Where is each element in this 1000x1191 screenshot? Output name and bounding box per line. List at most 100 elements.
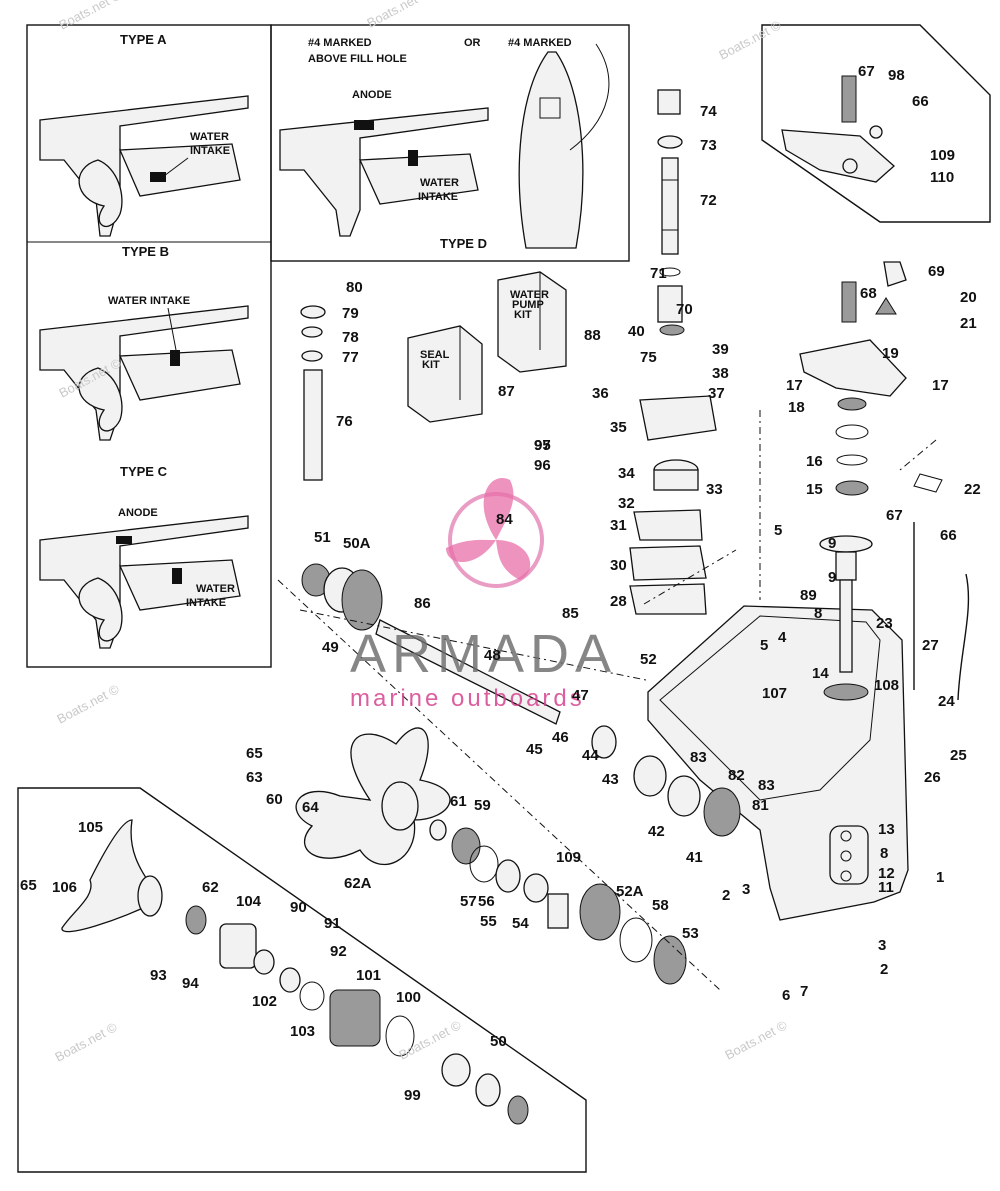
water-pump-kit-label: KIT xyxy=(514,309,532,321)
watermark: Boats.net © xyxy=(364,0,432,31)
part-callout: 55 xyxy=(480,913,497,930)
part-callout: 42 xyxy=(648,823,665,840)
propeller xyxy=(295,727,451,866)
part-callout: 25 xyxy=(950,747,967,764)
part-callout: 110 xyxy=(930,169,954,186)
part-callout: 51 xyxy=(314,529,331,546)
part-callout: 86 xyxy=(414,595,431,612)
part-callout: 62 xyxy=(202,879,219,896)
part-callout: 44 xyxy=(582,747,599,764)
part-callout: 106 xyxy=(52,879,77,896)
part-callout: 96 xyxy=(534,457,551,474)
marked-above-fill-hole-label: #4 MARKED xyxy=(308,37,372,49)
type-a-gearcase xyxy=(39,95,249,237)
part-callout: 65 xyxy=(246,745,263,762)
part-callout: 3 xyxy=(742,881,750,898)
logo-tagline: marine outboards xyxy=(350,685,585,712)
water-pump-kit-label: WATER xyxy=(510,289,549,301)
part-callout: 33 xyxy=(706,481,723,498)
gearcase-housing xyxy=(647,605,909,921)
type-c-label: TYPE C xyxy=(120,464,168,479)
driveshaft xyxy=(819,535,873,701)
seal-kit-box[interactable] xyxy=(407,325,483,423)
part-callout: 70 xyxy=(676,301,693,318)
part-callout: 1 xyxy=(936,869,944,886)
part-callout: 23 xyxy=(876,615,893,632)
part-callout: 48 xyxy=(484,647,501,664)
or-label: OR xyxy=(464,37,481,49)
part-callout: 32 xyxy=(618,495,635,512)
part-callout: 66 xyxy=(940,527,957,544)
bearing-carrier xyxy=(429,819,687,985)
part-callout: 105 xyxy=(78,819,103,836)
top-center-inset-panel xyxy=(270,24,630,262)
part-callout: 78 xyxy=(342,329,359,346)
part-callout: 103 xyxy=(290,1023,315,1040)
part-callout: 84 xyxy=(496,511,513,528)
part-callout: 20 xyxy=(960,289,977,306)
alt-propeller-assembly xyxy=(61,819,529,1125)
part-callout: 16 xyxy=(806,453,823,470)
part-callout: 79 xyxy=(342,305,359,322)
part-callout: 34 xyxy=(618,465,635,482)
part-callout: 49 xyxy=(322,639,339,656)
type-a-label: TYPE A xyxy=(120,32,167,47)
part-callout: 91 xyxy=(324,915,341,932)
logo-brand: ARMADA xyxy=(350,624,617,684)
part-callout: 37 xyxy=(708,385,725,402)
part-callout: 8 xyxy=(814,605,822,622)
part-callout: 75 xyxy=(640,349,657,366)
part-callout: 65 xyxy=(20,877,37,894)
part-callout: 39 xyxy=(712,341,729,358)
part-callout: 94 xyxy=(182,975,199,992)
seal-kit-label: SEAL xyxy=(420,349,450,361)
leader-line xyxy=(569,43,610,151)
part-callout: 12 xyxy=(878,865,895,882)
part-callout: 50 xyxy=(490,1033,507,1050)
propeller-shaft-assembly xyxy=(301,563,741,837)
part-callout: 80 xyxy=(346,279,363,296)
bottom-left-inset-panel xyxy=(17,787,587,1173)
part-callout: 61 xyxy=(450,793,467,810)
part-callout: 21 xyxy=(960,315,977,332)
part-callout: 52A xyxy=(616,883,644,900)
part-callout: 15 xyxy=(806,481,823,498)
water-intake-label: INTAKE xyxy=(190,145,230,157)
anode-label: ANODE xyxy=(352,89,392,101)
water-intake-label: WATER INTAKE xyxy=(108,295,190,307)
part-callout: 98 xyxy=(888,67,905,84)
part-callout: 107 xyxy=(762,685,787,702)
part-callout: 88 xyxy=(584,327,601,344)
part-callout: 26 xyxy=(924,769,941,786)
type-d-label: TYPE D xyxy=(440,236,487,251)
part-callout: 109 xyxy=(930,147,955,164)
anode-label: ANODE xyxy=(118,507,158,519)
leader-line xyxy=(167,307,177,351)
part-callout: 81 xyxy=(752,797,769,814)
part-callout: 67 xyxy=(858,63,875,80)
type-b-label: TYPE B xyxy=(122,244,169,259)
part-callout: 108 xyxy=(874,677,899,694)
part-callout: 36 xyxy=(592,385,609,402)
shift-tube xyxy=(300,305,326,481)
part-callout: 92 xyxy=(330,943,347,960)
part-callout: 52 xyxy=(640,651,657,668)
watermark: Boats.net © xyxy=(56,0,124,33)
part-callout: 4 xyxy=(778,629,787,646)
part-callout: 66 xyxy=(912,93,929,110)
part-callout: 31 xyxy=(610,517,627,534)
part-callout: 59 xyxy=(474,797,491,814)
part-callout: 109 xyxy=(556,849,581,866)
part-callout: 87 xyxy=(498,383,515,400)
water-pump-kit-box[interactable] xyxy=(497,271,567,373)
part-callout: 67 xyxy=(886,507,903,524)
part-callout: 89 xyxy=(800,587,817,604)
part-callout: 8 xyxy=(880,845,888,862)
watermark: Boats.net © xyxy=(722,1017,790,1062)
marked-label: #4 MARKED xyxy=(508,37,572,49)
part-callout: 95 xyxy=(534,437,551,454)
marked-above-fill-hole-label: ABOVE FILL HOLE xyxy=(308,53,407,65)
part-callout: 77 xyxy=(342,349,359,366)
